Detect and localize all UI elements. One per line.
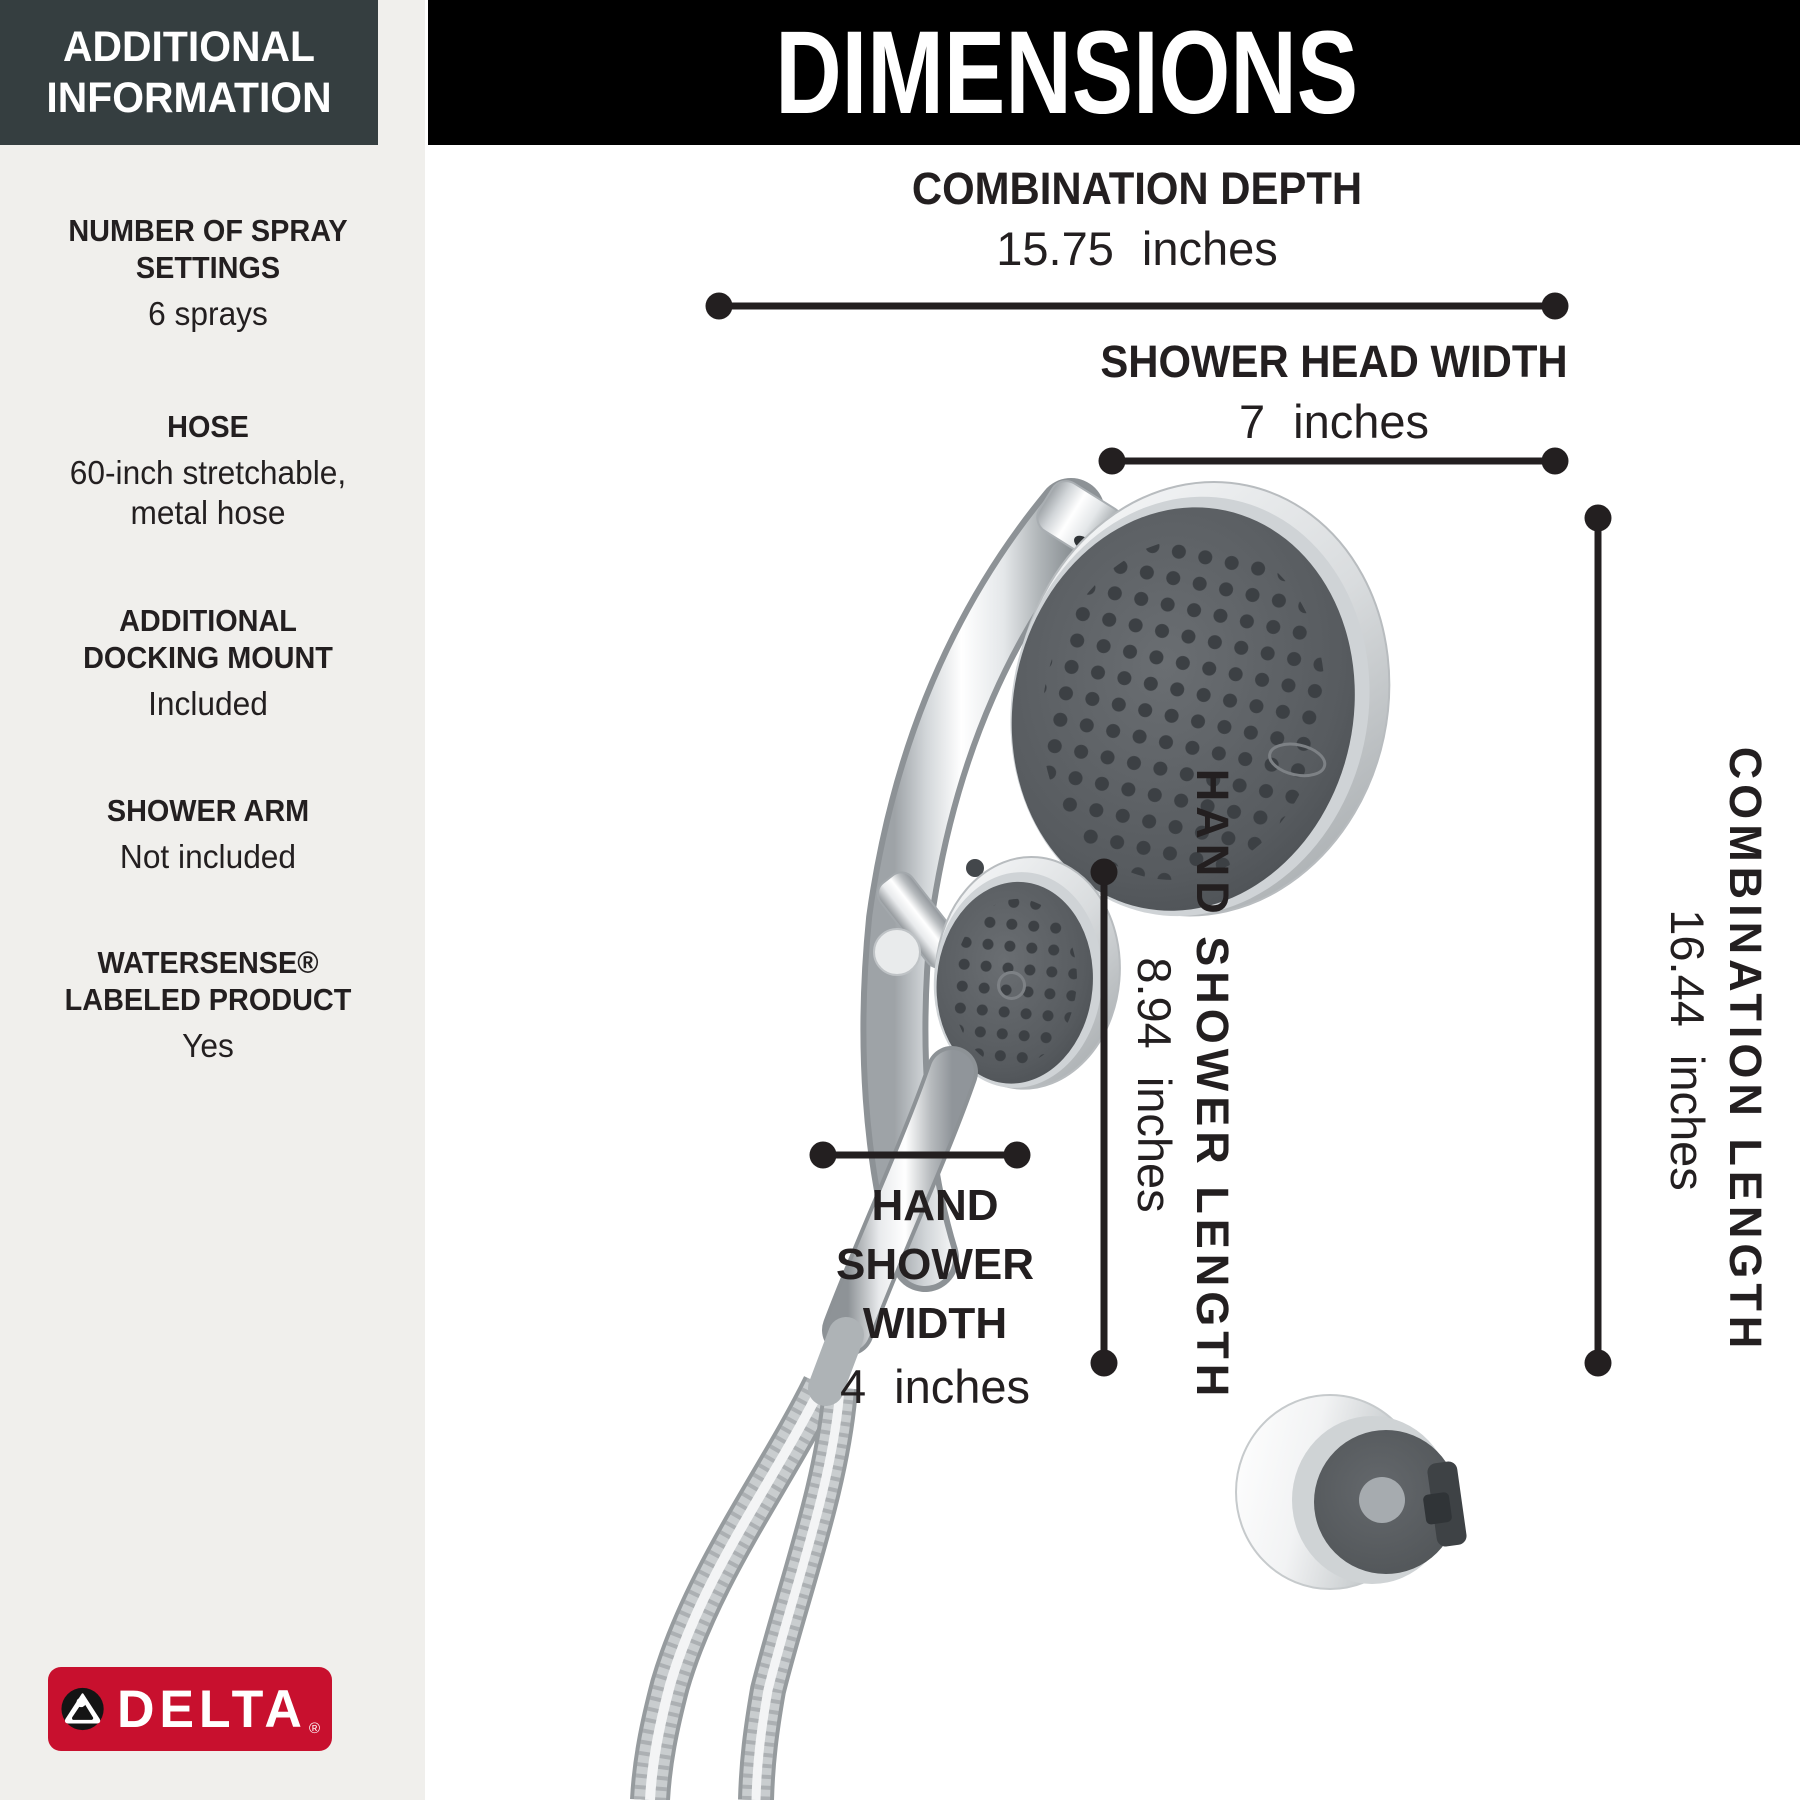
hand-shower-width-label: HAND SHOWER WIDTH 4 inches	[835, 1176, 1035, 1415]
dimension-value: 4	[840, 1360, 867, 1413]
dimension-name: SHOWER HEAD WIDTH	[1100, 336, 1568, 387]
dimensions-banner: DIMENSIONS	[428, 0, 1800, 145]
spec-value: Included	[148, 685, 268, 722]
dimension-name: HAND SHOWER WIDTH	[836, 1181, 1034, 1348]
spec-watersense-labeled-product: WATERSENSE® LABELED PRODUCT Yes	[53, 944, 363, 1066]
dimension-value: 7	[1238, 395, 1266, 448]
spec-value: 60-inch stretchable, metal hose	[69, 454, 347, 531]
spec-value: Yes	[182, 1027, 234, 1064]
registered-mark: ®	[308, 1720, 320, 1737]
shower-head-width-label: SHOWER HEAD WIDTH 7 inches	[1083, 336, 1585, 450]
spec-hose: HOSE 60-inch stretchable, metal hose	[53, 408, 363, 533]
dimension-unit: inches	[1128, 1076, 1181, 1213]
shower-head-width-line	[1098, 447, 1569, 475]
spec-label: HOSE	[167, 409, 249, 444]
docking-mount	[1235, 1394, 1467, 1590]
sidebar-header: ADDITIONAL INFORMATION	[0, 0, 378, 145]
delta-wordmark: DELTA	[117, 1679, 307, 1739]
combination-depth-label: COMBINATION DEPTH 15.75 inches	[895, 163, 1379, 277]
dimension-name: COMBINATION DEPTH	[911, 163, 1363, 214]
sidebar-header-title: ADDITIONAL INFORMATION	[46, 22, 332, 122]
dimension-unit: inches	[1141, 222, 1278, 275]
diverter-mount	[873, 859, 984, 976]
delta-logo: DELTA ®	[48, 1667, 332, 1751]
dimension-unit: inches	[1293, 395, 1429, 448]
sidebar	[0, 0, 425, 1800]
shower-arm-bracket	[860, 478, 1105, 1292]
metal-hose	[630, 1376, 858, 1800]
dimension-name: COMBINATION LENGTH	[1720, 746, 1771, 1354]
spec-label: SHOWER ARM	[106, 793, 310, 828]
spec-label: NUMBER OF SPRAY SETTINGS	[68, 213, 348, 285]
spec-shower-arm: SHOWER ARM Not included	[53, 792, 363, 877]
hand-shower-head	[933, 855, 1121, 1090]
dimension-unit: inches	[1661, 1054, 1714, 1191]
delta-triangle-icon	[61, 1687, 104, 1731]
spec-label: ADDITIONAL DOCKING MOUNT	[83, 603, 333, 675]
arm-elbow	[1036, 480, 1124, 560]
hand-shower-length-label: HAND SHOWER LENGTH 8.94 inches	[1114, 735, 1238, 1435]
combination-length-line	[1584, 504, 1612, 1377]
spec-value: Not included	[119, 838, 297, 875]
dimension-unit: inches	[894, 1360, 1030, 1413]
spec-additional-docking-mount: ADDITIONAL DOCKING MOUNT Included	[53, 602, 363, 724]
combination-depth-line	[705, 292, 1569, 320]
spec-value: 6 sprays	[148, 295, 268, 332]
combination-length-label: COMBINATION LENGTH 16.44 inches	[1641, 600, 1771, 1500]
spec-number-of-spray-settings: NUMBER OF SPRAY SETTINGS 6 sprays	[53, 212, 363, 334]
page-title: DIMENSIONS	[774, 6, 1358, 139]
dimension-name: HAND SHOWER LENGTH	[1187, 768, 1238, 1402]
spec-label: WATERSENSE® LABELED PRODUCT	[64, 945, 352, 1017]
dimension-value: 8.94	[1128, 957, 1181, 1049]
dimension-value: 16.44	[1661, 909, 1714, 1027]
dimension-value: 15.75	[996, 222, 1114, 275]
hand-shower-width-line	[809, 1141, 1031, 1169]
